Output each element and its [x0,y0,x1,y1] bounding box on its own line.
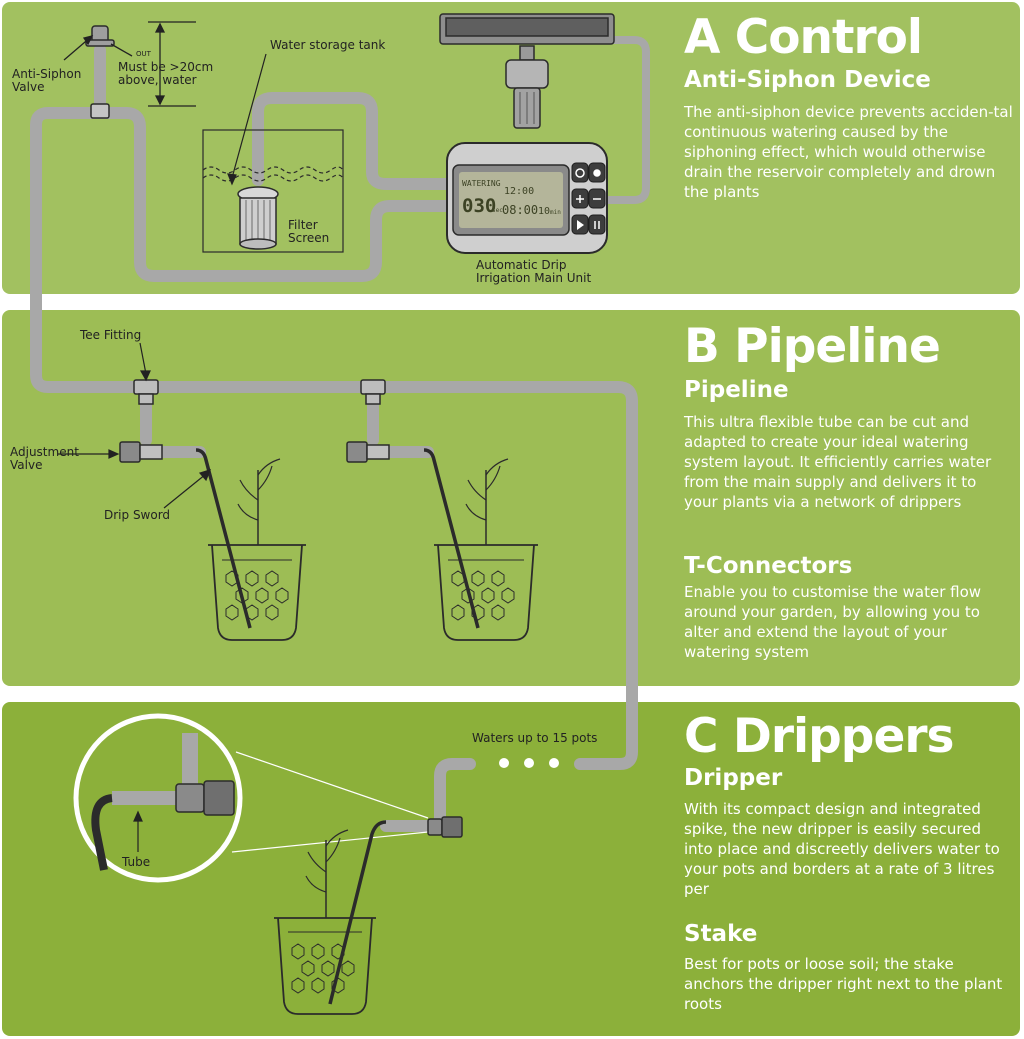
main-trunk-tube [30,107,638,770]
adjustment-valve-1 [119,441,141,463]
tconnectors-subheading: T-Connectors [684,553,853,579]
adjustment-valve-label-2: Valve [10,458,42,472]
pause-icon [588,214,606,235]
pipeline-subheading: Pipeline [684,377,789,403]
lcd-main-value: 030 [462,195,496,217]
drip-sword-label: Drip Sword [104,508,170,522]
plant-pot-2 [423,448,538,641]
return-tube [94,107,453,282]
lcd-mode: WATERING [462,179,501,188]
height-note-label-2: above, water [118,73,197,87]
lcd-side-value: 10 [538,206,550,217]
continuation-dots [499,758,559,768]
zoom-callout-lines [231,751,429,853]
adjustment-arrow [58,449,120,459]
tube-network [30,36,650,832]
main-unit-label: Automatic Drip [476,258,566,272]
section-pipeline-panel [2,310,1020,686]
lcd-time-bottom: 08:00 [502,203,538,217]
lcd-main-unit: sec [492,207,503,214]
out-label: OUT [136,50,152,58]
stake-body: Best for pots or loose soil; the stake a… [684,955,1003,1013]
plant-pot-1 [195,448,306,641]
pipeline-body: This ultra flexible tube can be cut and … [684,413,992,511]
anti-siphon-valve-label: Anti-Siphon [12,67,81,81]
main-irrigation-unit: WATERING 030 sec 12:00 08:00 10 min [446,142,608,254]
adjustment-valve-label: Adjustment [10,445,79,459]
tube-arrow [133,810,143,852]
filter-screen-label: Filter [288,218,318,232]
tee-fitting-1-stem [138,393,154,405]
control-heading: A Control [684,10,923,65]
dripper-lead-tube [434,758,476,824]
filter-screen-label-2: Screen [288,231,329,245]
waters-up-to-label: Waters up to 15 pots [472,731,597,745]
tee-fitting-1 [133,379,159,395]
tee-fittings [133,379,386,405]
power-icon [571,162,589,183]
adjustment-valve-2 [346,441,368,463]
height-dimension [63,21,196,107]
main-unit-label-2: Irrigation Main Unit [476,271,591,285]
control-body: The anti-siphon device prevents acciden-… [684,103,1013,201]
drip-sword-arrow [163,469,212,509]
tank-arrow [227,53,267,186]
tconnectors-body: Enable you to customise the water flow a… [684,583,982,661]
tee-fitting-label: Tee Fitting [79,328,141,342]
filter-screen [237,186,279,250]
stake-subheading: Stake [684,921,758,947]
plant-pot-3 [274,820,387,1015]
anti-siphon-valve-label-2: Valve [12,80,44,94]
water-storage-tank [202,129,344,253]
control-subheading: Anti-Siphon Device [684,67,931,93]
tee-fitting-2-stem [365,393,381,405]
height-note-label: Must be >20cm [118,60,213,74]
anti-siphon-valve [85,25,115,119]
tee-arrow [139,342,151,382]
drippers-heading: C Drippers [684,709,954,764]
zoom-detail [91,733,235,871]
solar-panel [439,13,615,129]
pipeline-heading: B Pipeline [684,319,941,374]
dripper-subheading: Dripper [684,765,783,791]
dripper-body: With its compact design and integrated s… [684,800,1000,898]
dripper-assembly [427,816,463,838]
adjustment-valves [119,441,390,463]
lcd-side-unit: min [550,209,561,216]
tee-fitting-2 [360,379,386,395]
water-storage-tank-label: Water storage tank [270,38,385,52]
tank-inlet-tube [252,92,453,190]
lcd-time-top: 12:00 [504,186,534,197]
tube-label: Tube [121,855,150,869]
solar-cable [602,36,650,204]
